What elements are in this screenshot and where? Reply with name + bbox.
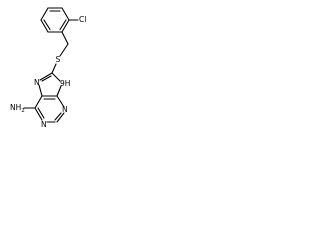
- pyrimidine-ring: [34, 95, 65, 123]
- c4-n3-bond: [56, 95, 65, 108]
- chlorine-label: Cl: [79, 15, 86, 24]
- ring-ch2-bond: [61, 31, 69, 45]
- c8-n9-bond: [51, 72, 61, 82]
- bond: [40, 19, 49, 33]
- imidazole-ring: [38, 72, 62, 97]
- c6-n1-bond: [34, 107, 43, 121]
- amine-subscript: 2: [21, 108, 25, 114]
- amine-label: NH2: [10, 103, 25, 114]
- sulfur-label: S: [56, 55, 61, 64]
- c8-n7-double: [41, 75, 52, 82]
- n7-label: N: [34, 78, 40, 87]
- n3-c2-double: [54, 112, 62, 121]
- bond: [61, 7, 70, 21]
- n9h-label: 9H: [60, 79, 70, 88]
- n9-c4-bond: [56, 85, 62, 97]
- ch2-s-bond: [59, 43, 69, 57]
- c6-n1-double: [37, 107, 45, 119]
- double-bond-inner: [59, 19, 67, 31]
- bond: [61, 19, 70, 33]
- n7-c5-bond: [38, 84, 43, 97]
- n3-c2-bond: [56, 112, 65, 123]
- c8-n7-bond: [39, 72, 53, 81]
- bond: [40, 7, 49, 21]
- s-c8-bond: [51, 63, 57, 74]
- double-bond-inner: [43, 19, 51, 31]
- n1-label: N: [41, 120, 47, 129]
- n3-label: N: [62, 105, 68, 114]
- c5-c6-bond: [34, 95, 43, 109]
- molecule-diagram: Cl S N 9H N N NH2: [10, 7, 86, 129]
- benzene-ring: [40, 7, 70, 33]
